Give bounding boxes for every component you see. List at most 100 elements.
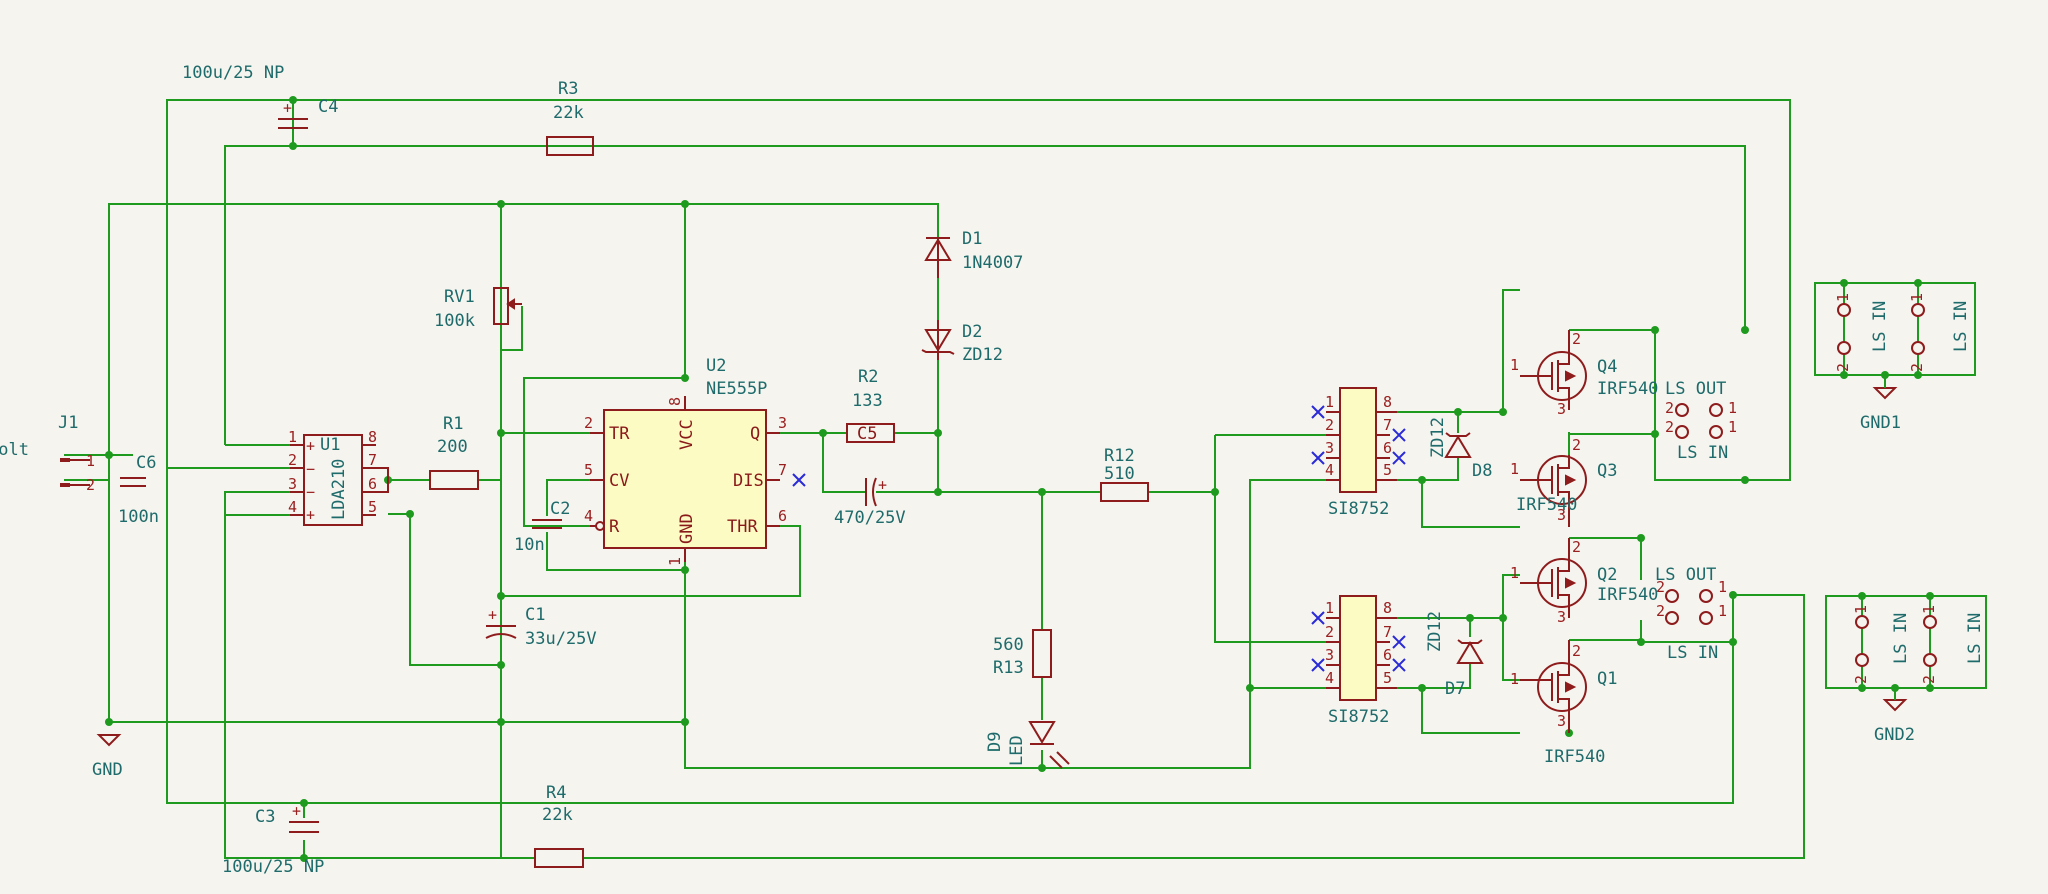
u2-pin-r-num: 4 bbox=[584, 507, 593, 525]
svg-text:2: 2 bbox=[1325, 416, 1334, 434]
j1-pin-1: 1 bbox=[86, 452, 95, 470]
u1-ref: U1 bbox=[320, 435, 340, 455]
svg-text:1: 1 bbox=[1325, 599, 1334, 617]
svg-text:5: 5 bbox=[1383, 669, 1392, 687]
svg-text:8: 8 bbox=[1383, 393, 1392, 411]
mosfet-q2: 1 2 3 Q2 IRF540 bbox=[1510, 538, 1658, 626]
svg-text:6: 6 bbox=[368, 475, 377, 493]
svg-text:6: 6 bbox=[1383, 439, 1392, 457]
r2-ref: R2 bbox=[858, 367, 878, 387]
gnd1-label: GND1 bbox=[1860, 413, 1901, 433]
svg-text:+: + bbox=[878, 476, 887, 494]
u2-value: NE555P bbox=[706, 379, 767, 399]
svg-text:7: 7 bbox=[1383, 416, 1392, 434]
u2-pin-dis: DIS bbox=[733, 471, 764, 491]
connector-gnd1: 1 2 1 2 LS IN LS IN GND1 bbox=[1814, 282, 1976, 433]
c2-value: 10n bbox=[514, 535, 545, 555]
r3-value: 22k bbox=[553, 103, 584, 123]
svg-text:3: 3 bbox=[1325, 439, 1334, 457]
svg-text:2: 2 bbox=[1920, 675, 1938, 684]
diode-d1: D1 1N4007 bbox=[924, 229, 1023, 278]
c4-value: 100u/25 NP bbox=[182, 63, 284, 83]
capacitor-c4: + 100u/25 NP C4 bbox=[182, 63, 338, 129]
gnd-label: GND bbox=[92, 760, 123, 780]
svg-text:3: 3 bbox=[1557, 608, 1566, 626]
r2-value: 133 bbox=[852, 391, 883, 411]
resistor-r3: R3 22k bbox=[546, 79, 594, 156]
resistor-r13: 560 R13 bbox=[993, 629, 1052, 678]
u2-pin-dis-num: 7 bbox=[778, 461, 787, 479]
capacitor-c5: + 470/25V bbox=[834, 476, 906, 528]
r4-value: 22k bbox=[542, 805, 573, 825]
j1-ref: J1 bbox=[58, 413, 78, 433]
mosfet-q3: 1 2 3 Q3 IRF540 bbox=[1510, 436, 1617, 527]
ic-si8752-top: 1 2 3 4 8 7 6 5 SI8752 bbox=[1311, 387, 1406, 519]
ls-block-top: 2 1 2 1 LS OUT LS IN bbox=[1665, 379, 1737, 463]
ls-in-bottom: LS IN bbox=[1667, 643, 1718, 663]
d8-ref: D8 bbox=[1472, 461, 1492, 481]
connector-j1: 1 2 J1 Volt bbox=[0, 413, 95, 494]
c4-ref: C4 bbox=[318, 97, 338, 117]
zener-d7: D7 ZD12 bbox=[1425, 611, 1484, 699]
q4-ref: Q4 bbox=[1597, 357, 1617, 377]
u2-pin-tr: TR bbox=[609, 424, 630, 444]
d1-ref: D1 bbox=[962, 229, 982, 249]
svg-text:7: 7 bbox=[1383, 623, 1392, 641]
svg-text:5: 5 bbox=[1383, 461, 1392, 479]
svg-text:+: + bbox=[283, 99, 292, 117]
connector-gnd2: 1 2 1 2 LS IN LS IN GND2 bbox=[1825, 595, 1987, 745]
led-d9: D9 LED bbox=[985, 721, 1070, 769]
q2-ref: Q2 bbox=[1597, 565, 1617, 585]
svg-text:1: 1 bbox=[1510, 564, 1519, 582]
svg-text:2: 2 bbox=[1656, 578, 1665, 596]
c6-ref: C6 bbox=[136, 453, 156, 473]
svg-text:2: 2 bbox=[1834, 363, 1852, 372]
capacitor-c1: + C1 33u/25V bbox=[485, 605, 597, 649]
q2-value: IRF540 bbox=[1597, 585, 1658, 605]
gnd2-label: GND2 bbox=[1874, 725, 1915, 745]
svg-text:+: + bbox=[306, 506, 315, 524]
c6-value: 100n bbox=[118, 507, 159, 527]
q4-value: IRF540 bbox=[1597, 379, 1658, 399]
svg-text:1: 1 bbox=[1325, 393, 1334, 411]
q3-value: IRF540 bbox=[1516, 495, 1577, 515]
d8-value: ZD12 bbox=[1428, 417, 1448, 458]
svg-text:5: 5 bbox=[368, 498, 377, 516]
u2-pin-cv-num: 5 bbox=[584, 461, 593, 479]
svg-text:1: 1 bbox=[1834, 293, 1852, 302]
c3-ref: C3 bbox=[255, 807, 275, 827]
resistor-r12: R12 510 bbox=[1100, 446, 1149, 502]
resistor-r4: R4 22k bbox=[534, 783, 584, 868]
svg-text:1: 1 bbox=[288, 428, 297, 446]
svg-text:4: 4 bbox=[1325, 669, 1334, 687]
u2-pin-q: Q bbox=[750, 424, 760, 444]
ls-in-top: LS IN bbox=[1677, 443, 1728, 463]
u2-pin-vcc: VCC bbox=[677, 419, 697, 450]
svg-text:1: 1 bbox=[1510, 670, 1519, 688]
r13-value: 560 bbox=[993, 635, 1024, 655]
u2-pin-thr-num: 6 bbox=[778, 507, 787, 525]
u2-pin-tr-num: 2 bbox=[584, 414, 593, 432]
r4-ref: R4 bbox=[546, 783, 566, 803]
svg-text:4: 4 bbox=[288, 498, 297, 516]
svg-text:1: 1 bbox=[1920, 605, 1938, 614]
r12-value: 510 bbox=[1104, 464, 1135, 484]
svg-text:+: + bbox=[292, 802, 301, 820]
q1-value: IRF540 bbox=[1544, 747, 1605, 767]
c1-value: 33u/25V bbox=[525, 629, 597, 649]
svg-text:8: 8 bbox=[368, 428, 377, 446]
u2-pin-vcc-num: 8 bbox=[666, 397, 684, 406]
ls-out-bottom: LS OUT bbox=[1655, 565, 1716, 585]
svg-text:−: − bbox=[306, 483, 315, 501]
svg-text:2: 2 bbox=[1572, 436, 1581, 454]
si8752-top-label: SI8752 bbox=[1328, 499, 1389, 519]
svg-text:2: 2 bbox=[1665, 399, 1674, 417]
u2-pin-cv: CV bbox=[609, 471, 629, 491]
svg-text:1: 1 bbox=[1510, 356, 1519, 374]
svg-text:7: 7 bbox=[368, 451, 377, 469]
ls-block-bottom: 2 1 2 1 LS OUT LS IN bbox=[1655, 565, 1727, 663]
ic-u2: 2 5 4 3 7 6 8 1 TR CV R Q DIS THR VCC GN… bbox=[584, 356, 806, 566]
si8752-bottom-label: SI8752 bbox=[1328, 707, 1389, 727]
d1-value: 1N4007 bbox=[962, 253, 1023, 273]
svg-text:6: 6 bbox=[1383, 646, 1392, 664]
